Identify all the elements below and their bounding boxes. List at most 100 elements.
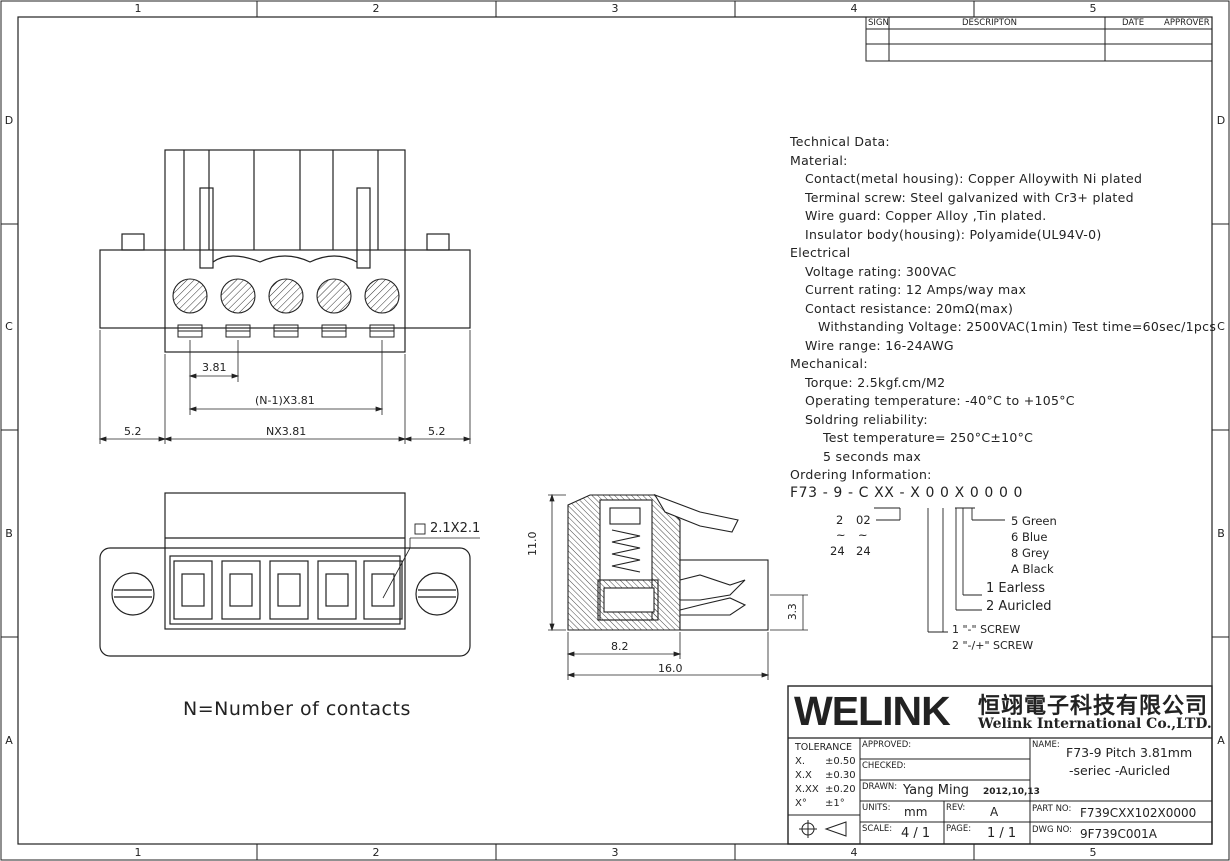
checked-label: CHECKED:: [862, 761, 906, 771]
name-line-1: F73-9 Pitch 3.81mm: [1066, 745, 1193, 760]
ordering-screw-minus: 1 "-" SCREW: [952, 623, 1021, 636]
tolerance-val-1: ±0.50: [825, 756, 856, 767]
zone-row-d-right: D: [1216, 114, 1226, 127]
side-view-dimensions: [548, 493, 808, 680]
dim-hole: 2.1X2.1: [430, 521, 481, 536]
drawn-by: Yang Ming: [903, 783, 970, 798]
tech-line: Electrical: [790, 245, 851, 260]
tolerance-key-4: X°: [795, 798, 807, 809]
tech-line: Material:: [790, 152, 848, 168]
dim-right: 5.2: [428, 425, 446, 438]
ordering-tilde-2: ~: [858, 528, 868, 542]
zone-col-1: 1: [134, 2, 142, 15]
scale-label: SCALE:: [862, 824, 893, 834]
brand-logo: WELINK: [794, 688, 951, 734]
ordering-color-green: 5 Green: [1011, 514, 1057, 528]
dim-side-total: 16.0: [658, 662, 683, 675]
tolerance-val-2: ±0.30: [825, 770, 856, 781]
dim-pitch: 3.81: [202, 361, 227, 374]
front-view: [99, 149, 471, 353]
tech-line: Withstanding Voltage: 2500VAC(1min) Test…: [818, 319, 1217, 334]
drawn-label: DRAWN:: [862, 782, 898, 792]
dim-span: (N-1)X3.81: [255, 394, 315, 407]
tech-line: Ordering Information:: [790, 467, 932, 482]
zone-row-b: B: [5, 527, 13, 540]
front-view-dimensions: [98, 330, 472, 444]
ordering-end-auricled: 2 Auricled: [986, 599, 1052, 614]
zone-col-2: 2: [372, 2, 380, 15]
drawn-date: 2012,10,13: [983, 787, 1040, 797]
tech-line: Torque: 2.5kgf.cm/M2: [805, 374, 946, 390]
partno-label: PART NO:: [1032, 804, 1072, 814]
zone-col-3-bottom: 3: [611, 846, 619, 859]
dim-height: 11.0: [526, 531, 539, 557]
tech-line: Wire range: 16-24AWG: [805, 337, 954, 353]
dim-mid: NX3.81: [266, 425, 307, 438]
dim-left: 5.2: [124, 425, 142, 438]
rev-header-sign: SIGN: [868, 18, 889, 28]
ordering-color-black: A Black: [1011, 562, 1054, 576]
units-value: mm: [904, 805, 928, 819]
tolerance-key-3: X.XX: [795, 784, 819, 795]
tech-line: Mechanical:: [790, 356, 868, 371]
ordering-pos-min: 2: [836, 513, 844, 527]
tech-line: Insulator body(housing): Polyamide(UL94V…: [805, 226, 1102, 242]
zone-col-2-bottom: 2: [372, 846, 380, 859]
tech-line: Wire guard: Copper Alloy ,Tin plated.: [805, 208, 1047, 223]
ordering-pos-max: 24: [830, 544, 845, 558]
ordering-leaders: [874, 507, 1005, 633]
rev-value: A: [990, 805, 999, 819]
tech-line: Contact(metal housing): Copper Alloywith…: [805, 171, 1143, 186]
zone-col-3: 3: [611, 2, 619, 15]
ordering-pos-max-code: 24: [856, 544, 871, 558]
ordering-screw-plus: 2 "-/+" SCREW: [952, 639, 1034, 652]
bottom-view: [99, 492, 480, 657]
tech-line: Contact resistance: 20mΩ(max): [805, 300, 1014, 316]
rev-header-description: DESCRIPTON: [962, 18, 1018, 28]
rev-header-approver: APPROVER: [1164, 18, 1210, 28]
zone-row-d: D: [4, 114, 14, 127]
tolerance-key-2: X.X: [795, 770, 812, 781]
zone-row-c-right: C: [1217, 320, 1225, 333]
name-label: NAME:: [1032, 740, 1060, 750]
dwgno-label: DWG NO:: [1032, 825, 1073, 835]
dwgno-value: 9F739C001A: [1080, 827, 1157, 841]
zone-row-b-right: B: [1217, 527, 1225, 540]
partno-value: F739CXX102X0000: [1080, 806, 1197, 820]
tech-line: Current rating: 12 Amps/way max: [805, 282, 1027, 297]
zone-col-4: 4: [850, 2, 858, 15]
tech-line: Technical Data:: [790, 134, 890, 149]
company-name-en: Welink International Co.,LTD.: [978, 716, 1212, 732]
page-value: 1 / 1: [987, 826, 1017, 841]
zone-row-a-right: A: [1217, 734, 1225, 747]
approved-label: APPROVED:: [862, 740, 912, 750]
tech-line: Voltage rating: 300VAC: [805, 263, 957, 279]
ordering-pos-min-code: 02: [856, 513, 871, 527]
contacts-note: N=Number of contacts: [183, 698, 411, 720]
tech-line: Soldring reliability:: [805, 411, 928, 427]
dim-side-small: 8.2: [611, 640, 629, 653]
tolerance-val-4: ±1°: [825, 798, 845, 809]
page-label: PAGE:: [946, 824, 972, 834]
tolerance-key-1: X.: [795, 756, 806, 767]
rev-header-date: DATE: [1122, 18, 1145, 28]
tech-line: 5 seconds max: [823, 448, 922, 464]
title-block: [787, 685, 1213, 845]
zone-col-5-bottom: 5: [1089, 846, 1097, 859]
tech-line: Test temperature= 250°C±10°C: [823, 430, 1034, 445]
company-name-cn: 恒翊電子科技有限公司: [978, 693, 1209, 719]
units-label: UNITS:: [862, 803, 891, 813]
zone-col-1-bottom: 1: [134, 846, 142, 859]
rev-label: REV:: [946, 803, 966, 813]
side-view: [567, 493, 769, 631]
zone-col-5: 5: [1089, 2, 1097, 15]
tech-line: Terminal screw: Steel galvanized with Cr…: [805, 189, 1134, 205]
ordering-color-grey: 8 Grey: [1011, 546, 1050, 560]
tolerance-label: TOLERANCE: [795, 742, 853, 753]
zone-row-a: A: [5, 734, 13, 747]
ordering-end-earless: 1 Earless: [986, 581, 1046, 596]
scale-value: 4 / 1: [901, 826, 931, 841]
ordering-code: F73 - 9 - C XX - X 0 0 X 0 0 0 0: [790, 485, 1024, 501]
technical-data: Technical Data: Material: Contact(metal ho…: [790, 133, 1216, 485]
